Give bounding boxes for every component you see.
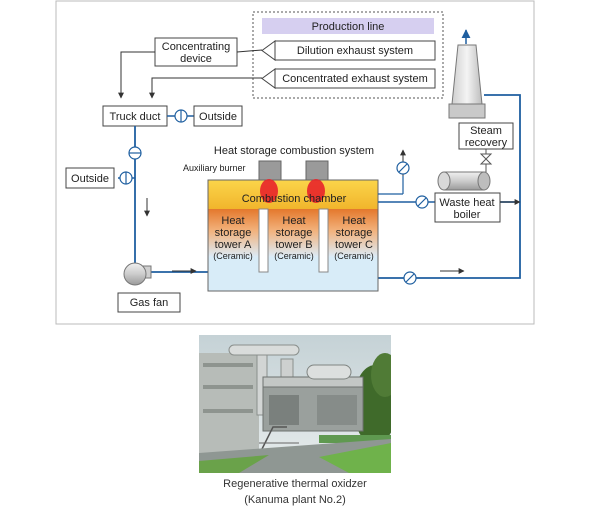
gas-fan-label: Gas fan xyxy=(130,297,169,309)
burner-flame-right xyxy=(307,179,325,203)
valve-icon xyxy=(403,271,417,285)
tower-b-line-2: storage xyxy=(276,227,313,239)
outside-top-box xyxy=(193,105,243,127)
tower-a-line-4: (Ceramic) xyxy=(213,251,253,261)
concentrating-device-label-2: device xyxy=(180,53,212,65)
concentrated-exhaust-label: Concentrated exhaust system xyxy=(282,73,428,85)
steam-recovery-box xyxy=(458,122,514,150)
rto-flow-diagram: Production line Dilution exhaust system … xyxy=(55,0,535,325)
waste-heat-boiler-label-1: Waste heat xyxy=(439,197,494,209)
production-line-label: Production line xyxy=(312,21,385,33)
tower-divider xyxy=(258,208,269,273)
waste-heat-boiler-drum-icon xyxy=(437,171,491,191)
tower-c-line-1: Heat xyxy=(342,215,365,227)
auxiliary-burner-label: Auxiliary burner xyxy=(183,163,246,173)
tower-a-line-2: storage xyxy=(215,227,252,239)
tower-b-line-3: tower B xyxy=(275,239,312,251)
outside-left-label: Outside xyxy=(71,173,109,185)
tower-b-line-1: Heat xyxy=(282,215,305,227)
photo-caption-line-2: (Kanuma plant No.2) xyxy=(244,494,346,506)
dilution-exhaust-label: Dilution exhaust system xyxy=(297,45,413,57)
auxiliary-burner-left xyxy=(258,160,282,181)
tower-b-line-4: (Ceramic) xyxy=(274,251,314,261)
concentrated-exhaust-pointer xyxy=(261,68,276,89)
tower-a-line-3: tower A xyxy=(215,239,252,251)
heat-storage-towers xyxy=(208,209,378,257)
valve-icon xyxy=(415,195,429,209)
valve-icon xyxy=(128,146,142,160)
auxiliary-burner-right xyxy=(305,160,329,181)
connector-lines xyxy=(118,49,263,99)
outside-left-box xyxy=(65,167,115,189)
tower-a-text: Heat storage tower A (Ceramic) xyxy=(213,215,253,261)
tower-c-line-3: tower C xyxy=(335,239,373,251)
combustion-chamber xyxy=(208,180,378,209)
production-line-group xyxy=(252,11,444,99)
steam-recovery-label-2: recovery xyxy=(465,137,508,149)
exhaust-stack-icon xyxy=(448,44,486,119)
tower-divider xyxy=(318,208,329,273)
dilution-exhaust-pointer xyxy=(261,40,276,61)
valve-icon xyxy=(396,161,410,175)
tower-b-text: Heat storage tower B (Ceramic) xyxy=(274,215,314,261)
gas-fan-icon xyxy=(123,262,152,286)
production-line-header xyxy=(262,18,434,34)
burner-flame-left xyxy=(260,179,278,203)
steam-recovery-label-1: Steam xyxy=(470,125,502,137)
waste-heat-boiler-label-2: boiler xyxy=(454,209,481,221)
valve-icon xyxy=(174,109,188,123)
outside-top-label: Outside xyxy=(199,111,237,123)
waste-heat-boiler-box xyxy=(434,192,501,223)
tower-a-line-1: Heat xyxy=(221,215,244,227)
truck-duct-label: Truck duct xyxy=(110,111,161,123)
combustion-unit-outline xyxy=(207,179,379,292)
concentrating-device-label-1: Concentrating xyxy=(162,41,231,53)
combustion-chamber-label: Combustion chamber xyxy=(242,193,347,205)
valve-icon xyxy=(119,171,133,185)
gas-fan-box xyxy=(117,292,181,313)
plant-photo-image xyxy=(199,335,391,473)
photo-caption-line-1: Regenerative thermal oxidzer xyxy=(223,478,367,490)
steam-valve-icon xyxy=(479,153,493,165)
tower-c-text: Heat storage tower C (Ceramic) xyxy=(334,215,374,261)
tower-c-line-4: (Ceramic) xyxy=(334,251,374,261)
heat-storage-system-label: Heat storage combustion system xyxy=(214,145,374,157)
plant-photo xyxy=(199,335,391,473)
tower-c-line-2: storage xyxy=(336,227,373,239)
